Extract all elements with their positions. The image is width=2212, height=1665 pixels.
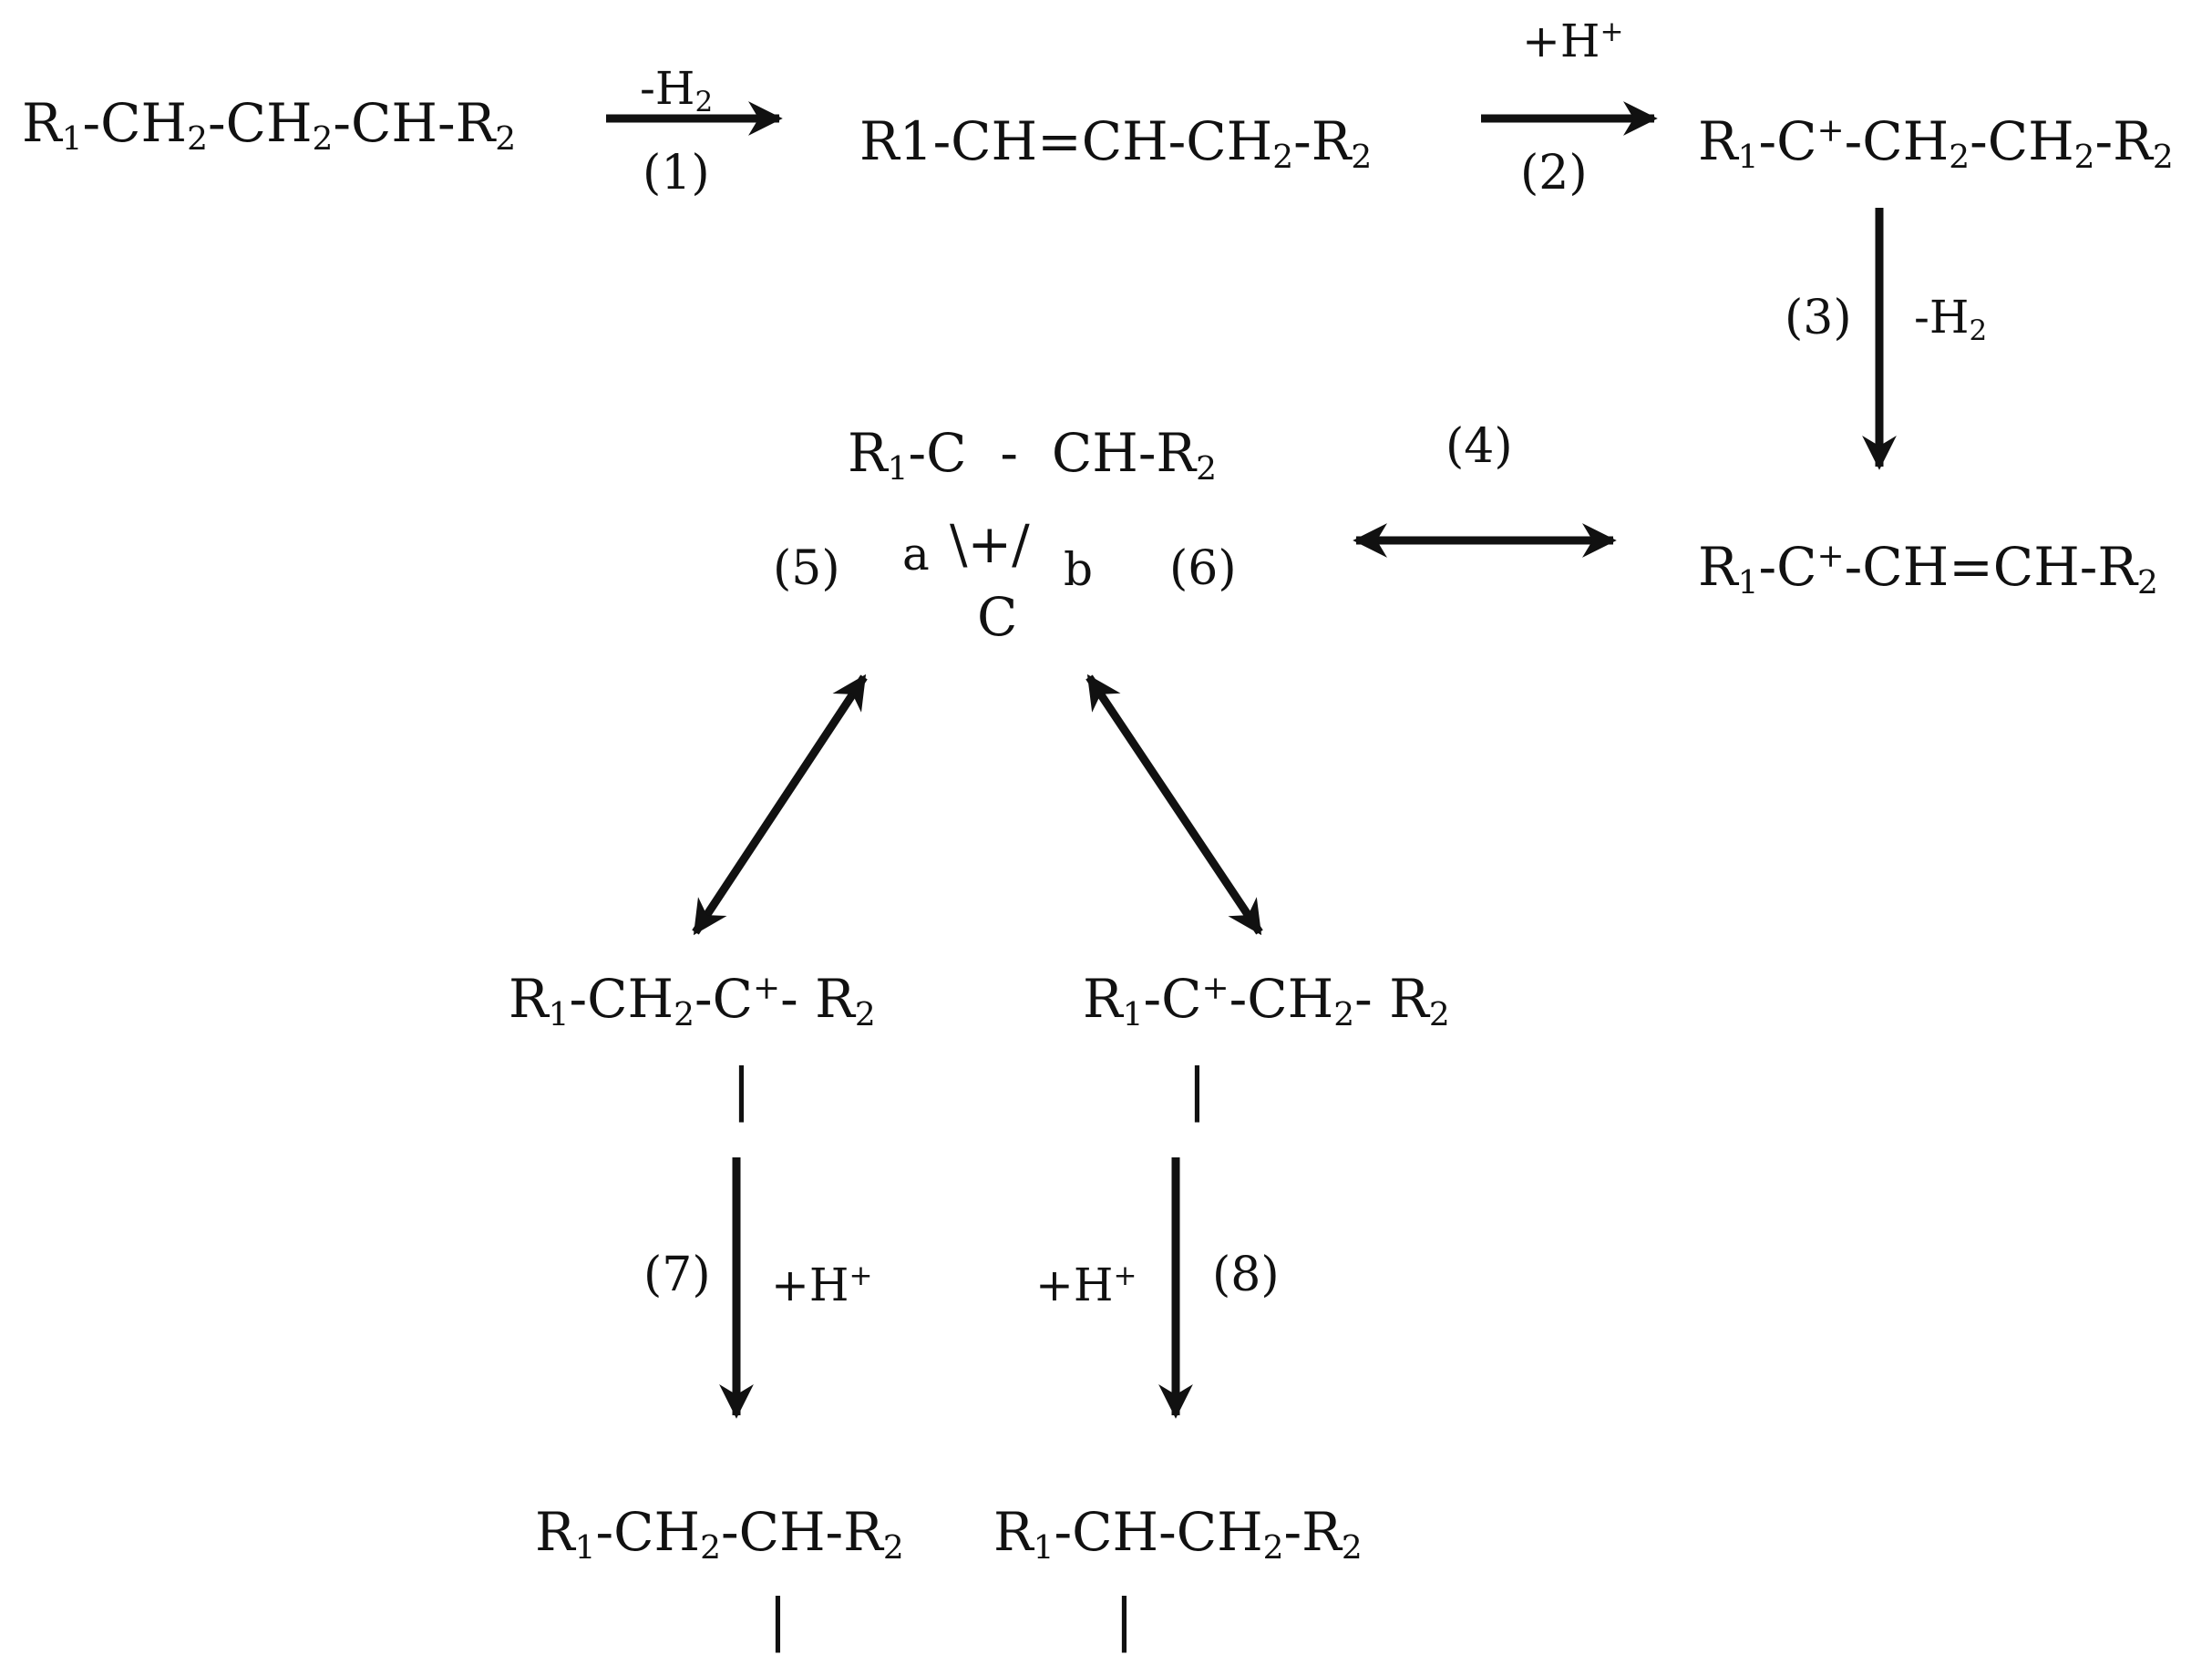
arrow-step-5 bbox=[692, 673, 868, 936]
bond-label-a: a bbox=[902, 528, 930, 581]
formula-product-right: R1-CH-CH2-R2 bbox=[993, 1501, 1363, 1567]
step-label-6: (6) bbox=[1169, 541, 1237, 596]
condition-step-7: +H+ bbox=[771, 1259, 873, 1312]
product-bond-bar-left: | bbox=[768, 1587, 787, 1653]
bond-label-b: b bbox=[1064, 543, 1094, 596]
step-label-1: (1) bbox=[643, 146, 710, 200]
formula-carbocation: R1-C+-CH2-CH2-R2 bbox=[1698, 110, 2174, 176]
condition-step-1: -H2 bbox=[640, 62, 714, 118]
formula-allylic-cation: R1-C+-CH=CH-R2 bbox=[1698, 536, 2158, 601]
step-label-5: (5) bbox=[773, 541, 840, 596]
step-label-4: (4) bbox=[1446, 419, 1513, 474]
step-label-2: (2) bbox=[1520, 146, 1588, 200]
formula-cyclic-carbon: C bbox=[977, 586, 1018, 648]
formula-alkene: R1-CH=CH-CH2-R2 bbox=[859, 110, 1373, 176]
step-label-3: (3) bbox=[1785, 291, 1852, 345]
condition-step-3: -H2 bbox=[1914, 291, 1988, 347]
condition-step-2: +H+ bbox=[1522, 15, 1624, 68]
formula-product-left: R1-CH2-CH-R2 bbox=[535, 1501, 904, 1567]
formula-cyclic-top: R1-C - CH-R2 bbox=[848, 422, 1217, 488]
cyclic-bonds-charge: \+/ bbox=[950, 513, 1030, 575]
step-label-7: (7) bbox=[643, 1248, 711, 1302]
condition-step-8: +H+ bbox=[1035, 1259, 1137, 1312]
formula-cation-right: R1-C+-CH2- R2 bbox=[1083, 968, 1450, 1033]
formula-cation-left: R1-CH2-C+- R2 bbox=[509, 968, 876, 1033]
arrow-step-6 bbox=[1085, 673, 1263, 936]
formula-reactant: R1-CH2-CH2-CH-R2 bbox=[22, 92, 517, 158]
step-label-8: (8) bbox=[1212, 1248, 1280, 1302]
product-bond-bar-right: | bbox=[1115, 1587, 1134, 1653]
bond-bar-left: | bbox=[732, 1056, 751, 1123]
bond-bar-right: | bbox=[1188, 1056, 1207, 1123]
